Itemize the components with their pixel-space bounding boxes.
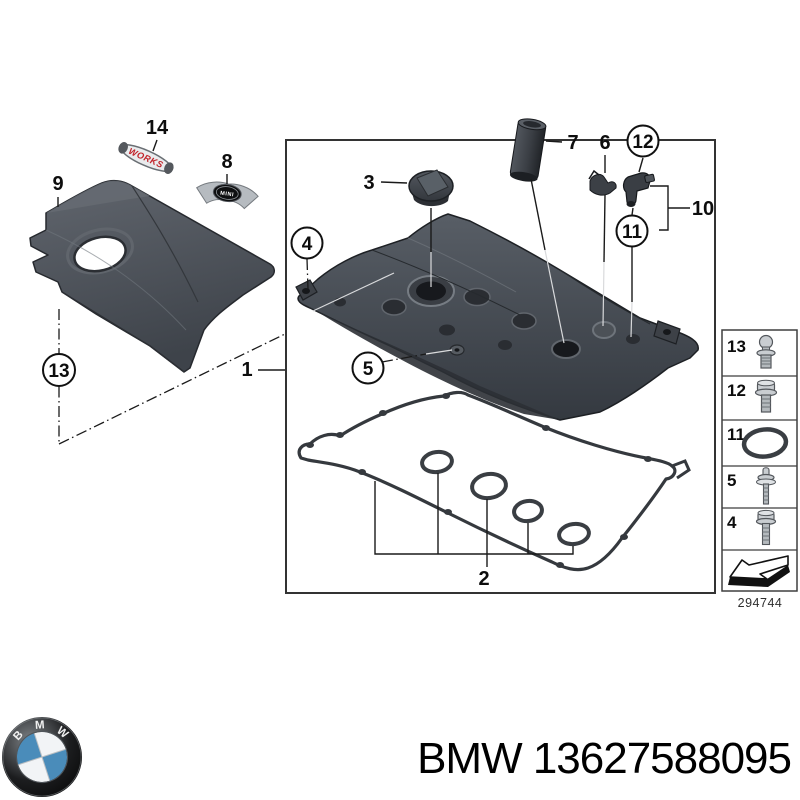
diagram-frame	[285, 139, 716, 594]
callout-13: 13	[42, 353, 76, 387]
logo-letter-m: M	[35, 719, 45, 732]
callout-9: 9	[52, 173, 63, 195]
cover-opening-ring	[66, 227, 134, 275]
svg-text:11: 11	[622, 222, 643, 243]
callout-6: 6	[599, 132, 610, 154]
camshaft-sensor-part12	[622, 172, 655, 207]
oil-cap-grip	[416, 169, 449, 197]
callout-10: 10	[692, 198, 714, 220]
direction-arrow-icon	[728, 555, 790, 587]
legend-row-5-num: 5	[727, 471, 736, 490]
gasket-loop	[297, 390, 677, 572]
parts-legend-table: 13 12 11 5 4	[721, 329, 798, 610]
breather-port	[592, 321, 616, 339]
gasket-o-rings	[420, 449, 591, 547]
callout-11: 11	[615, 214, 649, 248]
hex-bolt-icon	[755, 509, 777, 546]
callout-3: 3	[363, 172, 374, 194]
mini-emblem-label: MINI	[220, 191, 235, 199]
callout-12: 12	[626, 124, 660, 158]
svg-text:5: 5	[363, 359, 374, 380]
gasket-grommets	[306, 393, 652, 568]
callout-1: 1	[241, 359, 252, 381]
o-ring-icon	[741, 427, 789, 459]
spark-plug-tube-part7	[509, 118, 547, 182]
part-number-title: BMW 13627588095	[417, 734, 791, 783]
callout-7: 7	[567, 132, 578, 154]
oil-cap-part3	[408, 169, 454, 207]
engine-cover-part9	[29, 179, 275, 373]
legend-row-11-num: 11	[727, 425, 745, 444]
callout-2: 2	[478, 568, 489, 590]
works-badge-part14: WORKS	[118, 142, 174, 174]
legend-row-4-num: 4	[727, 513, 737, 532]
legend-row-13-num: 13	[727, 337, 746, 356]
callout-14: 14	[146, 117, 169, 139]
bracket-part6	[588, 169, 617, 196]
ball-stud-icon	[756, 334, 776, 369]
leader-lines	[57, 139, 690, 567]
spark-plug-bore	[551, 339, 581, 359]
svg-text:12: 12	[632, 132, 653, 153]
callout-8: 8	[221, 151, 232, 173]
legend-row-12-num: 12	[727, 381, 746, 400]
callout-labels: 14 8 9 3 7 6 10 1 2 4 5 13 12 11	[42, 117, 714, 590]
cover-opening-hole	[73, 235, 127, 273]
mini-emblem-part8: MINI	[196, 181, 259, 210]
callout-5: 5	[351, 351, 385, 385]
gasket-part2	[297, 390, 691, 572]
flange-bolt-icon	[754, 379, 778, 413]
callout-4: 4	[290, 226, 324, 260]
stud-bolt-icon	[756, 467, 776, 505]
svg-text:13: 13	[48, 361, 69, 382]
valve-cover-part1	[295, 213, 699, 421]
bmw-roundel-quadrants	[16, 731, 68, 783]
svg-text:4: 4	[302, 234, 313, 255]
bmw-logo: B M W	[2, 717, 82, 797]
footer: B M W BMW 13627588095	[2, 717, 792, 797]
drawing-number: 294744	[738, 596, 783, 610]
